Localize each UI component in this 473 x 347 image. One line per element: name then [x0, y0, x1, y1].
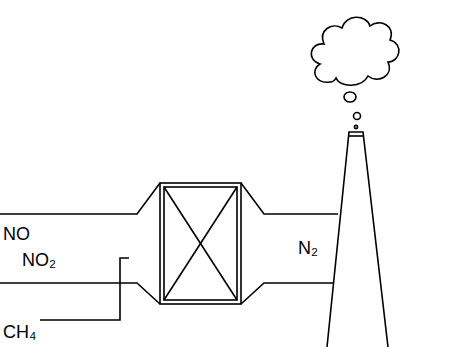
converter-cross — [164, 187, 237, 300]
smoke-puff — [354, 125, 357, 128]
gas-label: CH₄ — [3, 322, 36, 342]
converter-cross — [164, 187, 237, 300]
smoke-puff — [344, 92, 356, 102]
inlet-pipe-top — [0, 183, 160, 214]
inlet-pipe-bottom — [0, 283, 160, 304]
gas-label: NO — [3, 224, 30, 244]
gas-label: N₂ — [298, 238, 318, 258]
smoke-cloud — [311, 17, 399, 85]
gas-label: NO₂ — [22, 250, 56, 270]
converter-outer — [160, 183, 241, 304]
smoke-puff — [354, 113, 361, 120]
converter-inner — [164, 187, 237, 300]
outlet-pipe-top — [241, 183, 338, 214]
chimney — [327, 132, 388, 347]
chimney-rim — [349, 135, 363, 137]
outlet-pipe-bottom — [241, 283, 334, 304]
